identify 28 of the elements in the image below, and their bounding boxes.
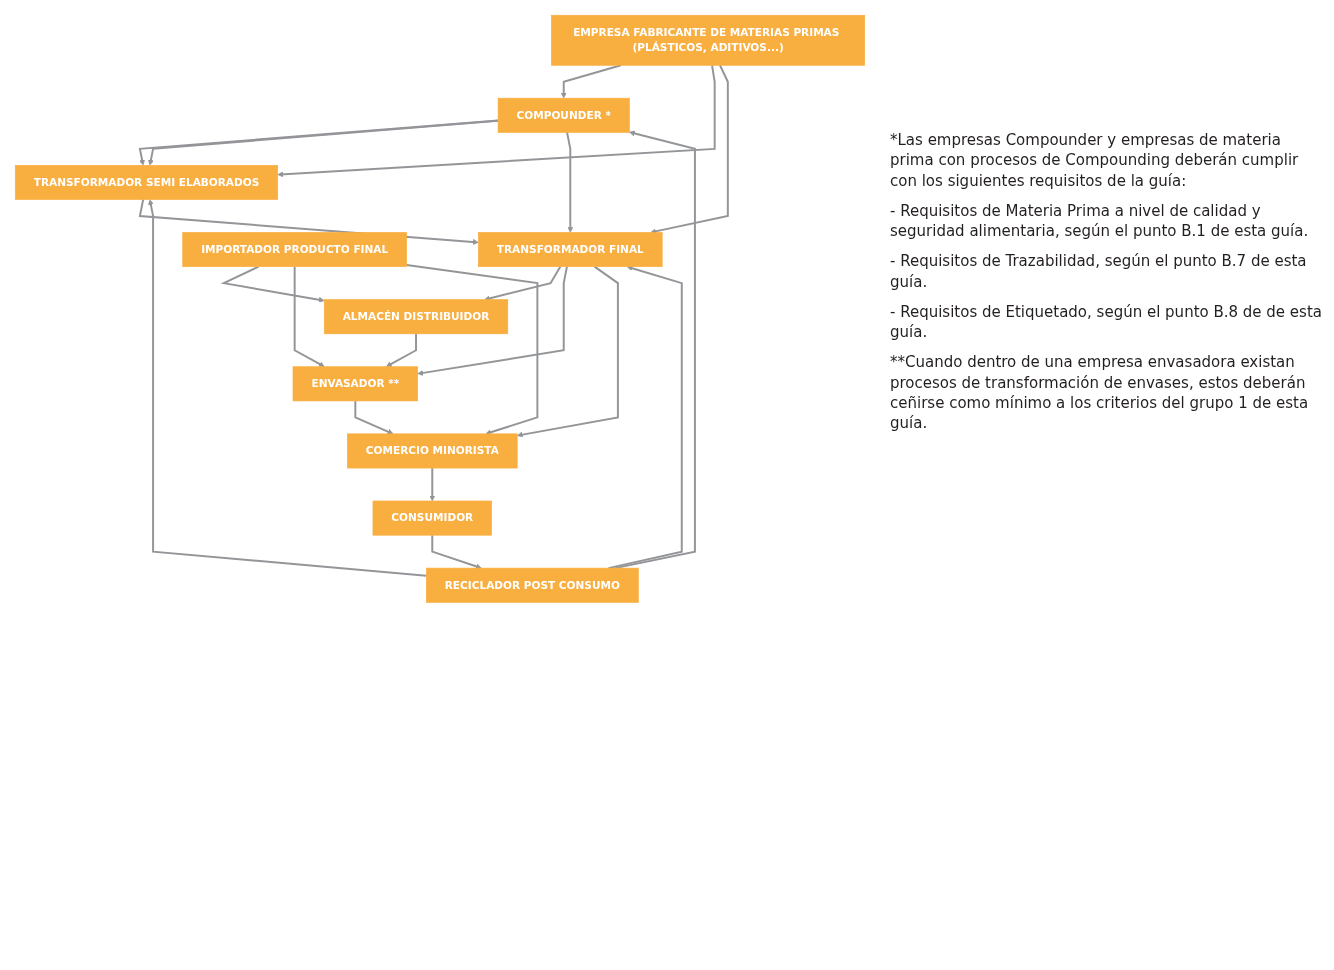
node-box: TRANSFORMADOR SEMI ELABORADOS (14, 165, 279, 200)
node-box: IMPORTADOR PRODUCTO FINAL (182, 232, 407, 267)
note-text: - Requisitos de Trazabilidad, según el punto B.7 de esta guía. (890, 251, 1308, 292)
arrow (417, 265, 568, 376)
arrow (148, 199, 428, 577)
node-box: RECICLADOR POST CONSUMO (426, 567, 639, 603)
arrow (277, 64, 716, 178)
arrow (516, 265, 619, 438)
arrow (566, 131, 574, 233)
node-box: ENVASADOR ** (292, 366, 418, 402)
node-box: TRANSFORMADOR FINAL (478, 232, 663, 267)
note-text: *Las empresas Compounder y empresas de materia prima con procesos de Compounding deberán cumplir con los siguientes requisitos de la guía: (890, 130, 1300, 191)
arrow (354, 399, 394, 435)
node-box: ALMACÉN DISTRIBUIDOR (323, 299, 509, 335)
arrow (293, 265, 325, 367)
arrow (405, 264, 539, 435)
note-text: **Cuando dentro de una empresa envasadora existan procesos de transformación de envases, estos deberán ceñirse como mínimo a los criterios del grupo 1 de esta guía. (890, 352, 1310, 434)
arrow (386, 332, 417, 367)
arrow (429, 467, 436, 502)
node-box: EMPRESA FABRICANTE DE MATERIAS PRIMAS (PLÁSTICOS, ADITIVOS...) (551, 14, 866, 66)
node-box: COMPOUNDER * (497, 97, 630, 133)
arrow (431, 534, 482, 570)
node-box: COMERCIO MINORISTA (347, 433, 518, 469)
arrow (220, 265, 325, 303)
arrow (560, 64, 622, 99)
note-text: - Requisitos de Etiquetado, según el punto B.8 de de esta guía. (890, 301, 1323, 343)
note-text: - Requisitos de Materia Prima a nivel de calidad y seguridad alimentaria, según el punto B.1 de esta guía. (890, 200, 1310, 242)
node-box: CONSUMIDOR (372, 500, 492, 536)
